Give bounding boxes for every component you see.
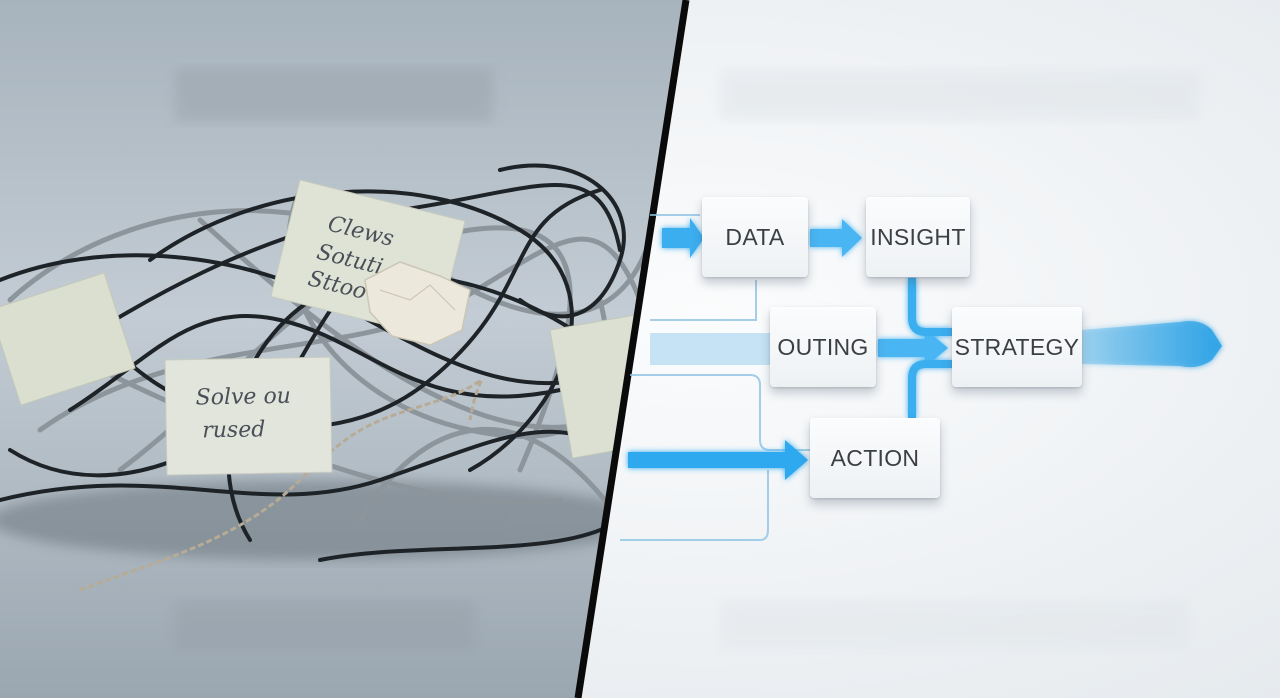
node-label: OUTING [777, 333, 869, 360]
node-label: DATA [725, 223, 785, 250]
cable-dark [0, 429, 642, 502]
arrow-data-to-insight [810, 219, 862, 257]
divider-line [574, 0, 690, 698]
cable-dark [498, 163, 626, 319]
note-text: rused [202, 417, 266, 443]
blurred-label-bottom [175, 600, 475, 650]
connector-action-strategy [908, 360, 952, 418]
blurred-label-top [175, 68, 493, 122]
blurred-label-right-bottom [720, 600, 1190, 650]
twine [79, 378, 483, 592]
node-label: STRATEGY [954, 333, 1080, 360]
node-label: INSIGHT [870, 223, 966, 250]
sticky-note: Solve ou rused [164, 356, 333, 476]
arrow-into-action [628, 440, 808, 480]
node-outing: OUTING [770, 307, 876, 387]
node-strategy: STRATEGY [952, 307, 1082, 387]
flow-band [650, 333, 780, 365]
connector-insight-strategy [908, 278, 952, 336]
arrow-outing-to-strategy [878, 329, 948, 367]
node-label: ACTION [830, 444, 920, 471]
cable-dark [318, 518, 622, 562]
note-text: Solve ou [195, 384, 291, 411]
sticky-note [0, 272, 136, 406]
output-arrow [1082, 321, 1222, 368]
cable-grey [197, 217, 603, 430]
node-insight: INSIGHT [866, 197, 970, 277]
cable-dark [68, 314, 562, 412]
tangled-cables: Clews Sotuti Sttoo Solve ou rused [0, 68, 682, 650]
flow-connectors [620, 70, 1222, 650]
node-action: ACTION [810, 418, 940, 498]
arrow-into-data [662, 218, 704, 258]
cable-grey [357, 426, 623, 523]
crumpled-paper [364, 261, 471, 346]
cable-dark [148, 189, 574, 472]
blurred-label-right-top [720, 70, 1200, 120]
node-data: DATA [702, 197, 808, 277]
